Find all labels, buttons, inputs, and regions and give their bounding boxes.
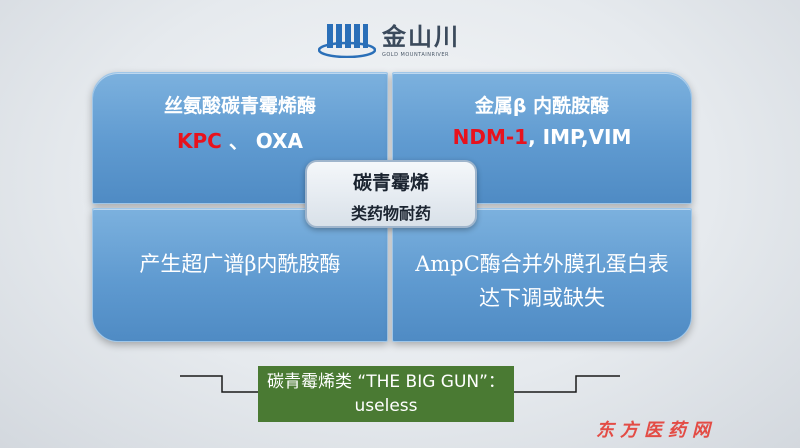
logo-mark-icon: [318, 24, 376, 58]
watermark: 东方医药网: [596, 420, 716, 441]
center-badge: 碳青霉烯 类药物耐药: [305, 160, 477, 228]
company-logo: 金山川 GOLD MOUNTAINRIVER: [318, 22, 488, 62]
quadrant-title: 金属β 内酰胺酶: [474, 95, 610, 117]
enzyme-types: KPC 、 OXA: [93, 125, 387, 154]
logo-subtitle: GOLD MOUNTAINRIVER: [382, 52, 449, 58]
enzyme-type-highlight: KPC: [177, 129, 222, 153]
quadrant-description: 产生超广谱β内酰胺酶: [139, 252, 341, 276]
logo-name: 金山川: [382, 23, 460, 51]
verdict-box: 碳青霉烯类 “THE BIG GUN”：useless: [258, 366, 514, 422]
enzyme-type-rest: 、 OXA: [221, 129, 303, 153]
enzyme-type-highlight: NDM-1: [452, 125, 529, 149]
center-badge-line1: 碳青霉烯: [352, 172, 429, 194]
enzyme-types: NDM-1, IMP,VIM: [393, 125, 691, 149]
center-badge-line2: 类药物耐药: [350, 204, 431, 223]
quadrant-esbl: 产生超广谱β内酰胺酶: [92, 208, 388, 342]
quadrant-description: AmpC酶合并外膜孔蛋白表达下调或缺失: [415, 252, 669, 310]
quadrant-ampc-porin: AmpC酶合并外膜孔蛋白表达下调或缺失: [392, 208, 692, 342]
quadrant-metallo-beta-lactamase: 金属β 内酰胺酶 NDM-1, IMP,VIM: [392, 72, 692, 204]
resistance-board: 丝氨酸碳青霉烯酶 KPC 、 OXA 金属β 内酰胺酶 NDM-1, IMP,V…: [92, 72, 692, 342]
quadrant-title: 丝氨酸碳青霉烯酶: [163, 95, 316, 117]
enzyme-type-rest: , IMP,VIM: [528, 125, 632, 149]
